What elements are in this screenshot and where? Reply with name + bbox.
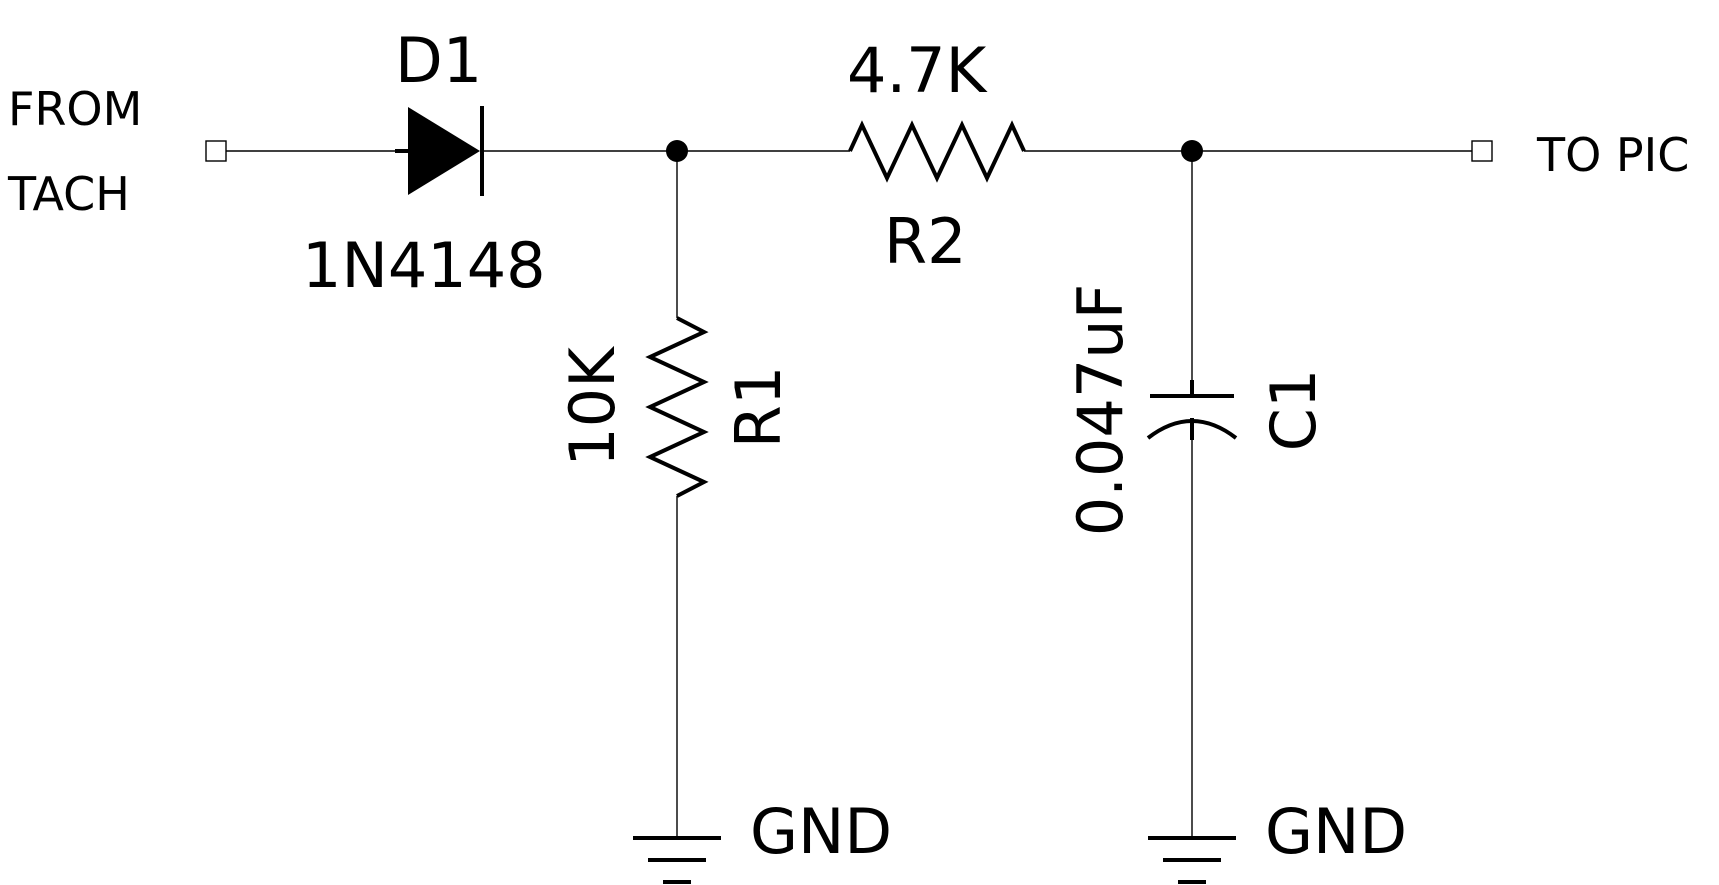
input-label-line2: TACH [7, 167, 130, 221]
r1-ref-label: R1 [722, 366, 795, 449]
gnd1-label: GND [750, 795, 892, 868]
ground-symbol-2 [1148, 836, 1236, 884]
d1-ref-label: D1 [395, 24, 482, 97]
gnd2-label: GND [1265, 795, 1407, 868]
d1-value-label: 1N4148 [302, 229, 546, 302]
r2-ref-label: R2 [884, 205, 967, 278]
ground-symbol-1 [633, 836, 721, 884]
capacitor-c1-symbol [1146, 380, 1238, 440]
c1-ref-label: C1 [1257, 369, 1330, 452]
output-label: TO PIC [1536, 128, 1689, 182]
r1-value-label: 10K [556, 346, 629, 467]
input-label-line1: FROM [8, 82, 142, 136]
resistor-r2-symbol [848, 120, 1026, 183]
r2-value-label: 4.7K [847, 34, 988, 107]
diode-d1-symbol [395, 106, 484, 196]
c1-value-label: 0.047uF [1064, 284, 1137, 536]
input-terminal [205, 140, 227, 162]
output-terminal [1471, 140, 1493, 162]
resistor-r1-symbol [645, 316, 709, 498]
